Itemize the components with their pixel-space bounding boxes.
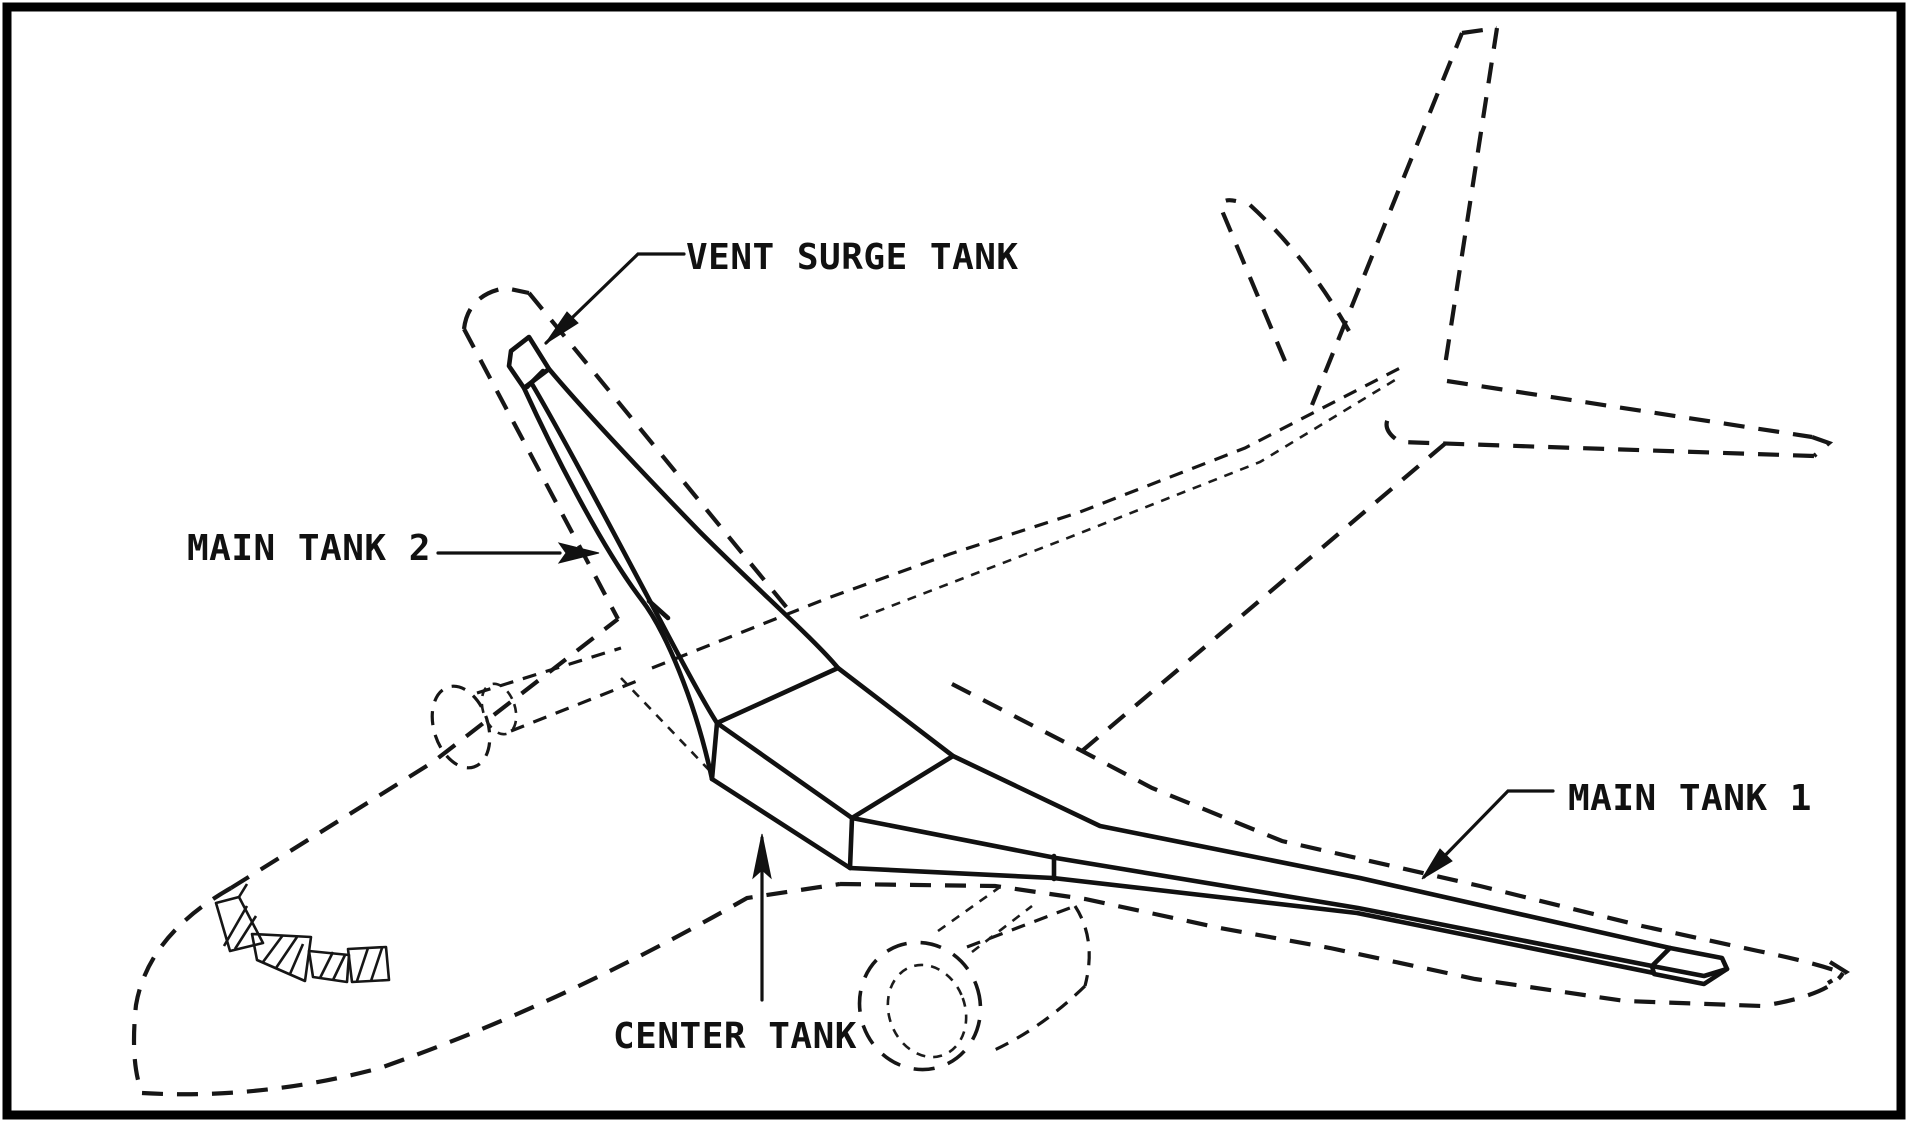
right-wing-tip-mark (1826, 960, 1850, 985)
right-wing-trailing-edge (839, 881, 1845, 1009)
nose-outline (131, 886, 233, 1094)
main-tank-1-leader (1422, 789, 1555, 879)
main-tank-2-front-bottom-edge (521, 385, 715, 782)
fuselage-belly-line (141, 881, 841, 1097)
main-tank-1-front-top-edge (849, 815, 1655, 969)
callouts (436, 252, 1555, 1002)
left-engine-inlet-outer (430, 684, 492, 770)
right-engine-nacelle-rear (1073, 905, 1091, 987)
vertical-fin-leading-edge (1310, 32, 1464, 406)
main-tank-2-mid-rib (646, 598, 671, 621)
cockpit-window-4-hatch (355, 947, 384, 982)
left-engine-nacelle-top (476, 646, 622, 695)
left-wing-leading-edge (462, 328, 620, 620)
fuel-tanks-solid (506, 334, 1730, 987)
vent-surge-tank-leader (544, 252, 686, 345)
right-stabilizer-bottom-edge (1384, 411, 1815, 459)
label-center-tank: CENTER TANK (613, 1016, 857, 1057)
center-tank-left-cap (709, 720, 720, 782)
right-engine-nacelle-top (966, 904, 1076, 949)
vertical-fin-trailing-edge (1441, 27, 1500, 373)
left-stabilizer-edge-a (1219, 198, 1287, 362)
cockpit-window-3-hatch (318, 951, 347, 981)
fuselage-aft-upper-line (651, 364, 1405, 670)
center-tank-right-cap (847, 815, 855, 871)
main-tank-1-tip-box-edge (1649, 963, 1730, 979)
cockpit-window-1-hatch (222, 905, 258, 950)
fuselage-aft-belly-line (1080, 440, 1449, 753)
center-tank-front-top-edge (714, 720, 855, 821)
cockpit-windows (214, 883, 391, 984)
vent-surge-tank-shape (506, 334, 552, 391)
aircraft-dashed-outline (131, 25, 1850, 1097)
cockpit-window-4 (346, 945, 391, 984)
right-stabilizer-top-edge (1446, 378, 1813, 440)
engine-left (430, 646, 710, 771)
center-tank-arrowhead (752, 833, 772, 880)
cockpit-window-2-hatch (261, 934, 305, 975)
left-engine-hidden-line (620, 677, 710, 771)
label-vent-surge-tank: VENT SURGE TANK (686, 237, 1019, 278)
main-tank-1-shape (835, 665, 1730, 987)
left-engine-inlet-inner (480, 682, 518, 736)
right-stabilizer-tip (1811, 435, 1834, 458)
left-wing-tip-cap (461, 285, 530, 330)
main-tank-2-rear-edge (546, 366, 841, 671)
cockpit-window-1 (214, 895, 265, 953)
right-engine-nacelle-bottom (987, 984, 1087, 1055)
vertical-fin-tip (1461, 25, 1498, 36)
center-tank-shape (709, 665, 956, 871)
cockpit-window-tick (237, 883, 249, 898)
left-stabilizer-edge-b (1248, 203, 1357, 343)
vent-surge-tank-rib (524, 368, 546, 390)
right-engine-inlet-inner (886, 963, 968, 1059)
label-main-tank-2: MAIN TANK 2 (187, 528, 431, 569)
right-wing-leading-edge (951, 682, 1844, 975)
main-tank-1-rear-edge (835, 665, 1673, 951)
main-tank-2-arrowhead (557, 542, 600, 564)
main-tank-2-front-top-edge (529, 381, 720, 726)
main-tank-1-arrowhead (1421, 848, 1453, 880)
label-main-tank-1: MAIN TANK 1 (1568, 778, 1812, 819)
main-tank-1-front-bottom-edge (847, 865, 1657, 976)
center-tank-bottom-edge (709, 776, 853, 871)
vent-surge-tank-arrowhead (544, 311, 579, 345)
cockpit-window-3 (307, 949, 351, 984)
right-engine-inlet-outer (857, 940, 983, 1072)
center-tank-left-rib (714, 665, 841, 726)
engine-right (857, 885, 1091, 1072)
center-tank-right-rib (849, 753, 956, 821)
fuselage-aft-side-line (859, 378, 1396, 620)
cockpit-window-2 (250, 932, 313, 983)
labels: VENT SURGE TANK MAIN TANK 2 MAIN TANK 1 … (187, 237, 1812, 1057)
main-tank-2-shape (521, 366, 841, 782)
right-engine-pylon-line-a (937, 885, 1001, 933)
right-engine-pylon-line-b (971, 904, 1033, 954)
